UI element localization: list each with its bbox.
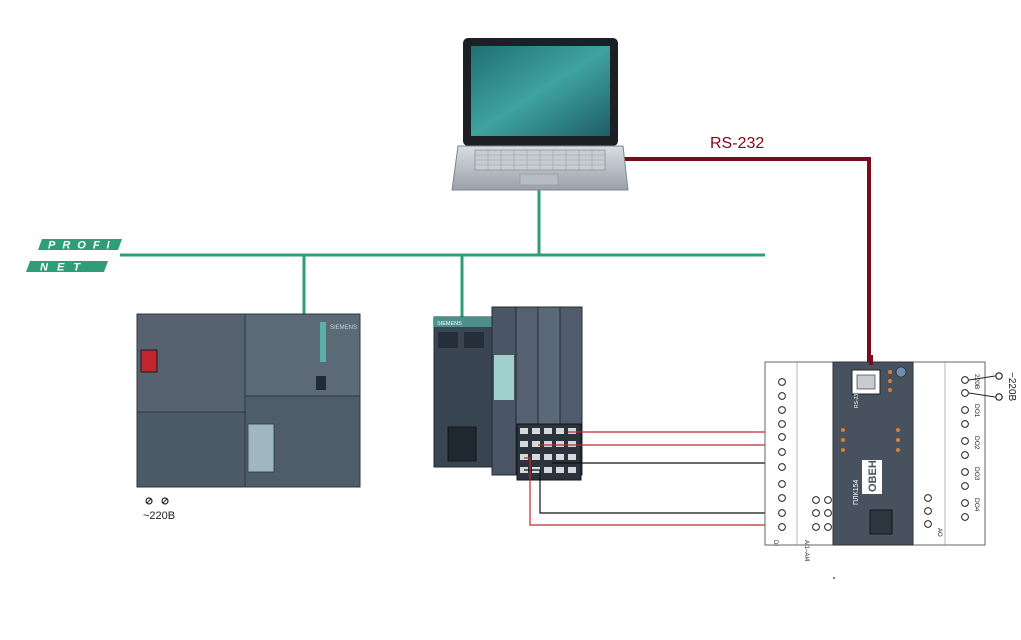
io-brand: SIEMENS [437, 321, 462, 327]
laptop-touchpad [519, 173, 559, 186]
io-power-connector [447, 426, 477, 462]
cpu-module [244, 313, 361, 397]
rs232-label: RS-232 [710, 135, 764, 152]
controller-badge-icon [895, 366, 907, 378]
siemens-io-station: SIEMENS [433, 306, 583, 481]
analog-out-header: AO [936, 528, 942, 537]
io-module-1-label [494, 355, 514, 400]
rs232-link: RS-232 [622, 135, 871, 362]
plc-lower-left-cover [136, 411, 246, 488]
wire-red-1 [568, 431, 783, 437]
discrete-in-header: DI [772, 540, 778, 546]
controller-model: ПЛК154 [853, 480, 860, 505]
controller-stop-button [869, 509, 893, 535]
profinet-logo-text-2: NET [40, 262, 89, 274]
plc-power-label: ~220B [143, 510, 175, 522]
controller-power-supply: ~220B [968, 372, 1017, 402]
siemens-plc: SIEMENS ~220B [136, 313, 361, 522]
power-switch-icon [140, 349, 158, 373]
io-port-1 [438, 332, 458, 348]
output-do2: DO2 [973, 436, 980, 450]
controller-brand: ОВЕН [867, 460, 879, 492]
profinet-logo: PROFI NET [26, 239, 122, 274]
rs232-plug [869, 355, 873, 365]
plc-key-switch [316, 376, 326, 390]
controller-input-terminals: DI AI1–AI4 [772, 362, 832, 562]
profinet-bus [120, 190, 765, 317]
controller-port-label: RS-232 [854, 391, 860, 408]
laptop [451, 38, 629, 191]
power-terminal-label: 220В [973, 374, 980, 389]
rs232-cable [622, 157, 871, 362]
wire-black-2 [524, 469, 782, 514]
controller-power-label: ~220B [1006, 372, 1017, 402]
controller-power-terminal-l [995, 372, 1003, 380]
output-do3: DO3 [973, 467, 980, 481]
controller-output-terminals: DO1 DO2 DO3 DO4 220В AO [924, 362, 980, 545]
laptop-screen [471, 46, 610, 136]
io-port-2 [464, 332, 484, 348]
analog-in-header: AI1–AI4 [803, 540, 809, 562]
plc-brand: SIEMENS [330, 325, 357, 331]
controller-power-terminal-n [995, 393, 1003, 401]
keyboard-keys [475, 150, 605, 170]
io-interface-header [434, 317, 492, 327]
output-do1: DO1 [973, 404, 980, 418]
plc-label-window [247, 423, 275, 473]
output-do4: DO4 [973, 498, 980, 512]
stray-dot [833, 577, 835, 579]
plc-power-terminal-n [161, 497, 169, 505]
profinet-logo-top-bar [38, 239, 122, 250]
profinet-logo-text-1: PROFI [48, 240, 117, 252]
controller-logo-plate [862, 460, 882, 494]
profinet-logo-bottom-bar [26, 261, 108, 272]
plc-power-terminal-l [145, 497, 153, 505]
oven-plc154: ОВЕН ПЛК154 RS-232 DI AI1–AI4 [764, 355, 1017, 562]
controller-leds [841, 370, 900, 452]
plc-status-strip [320, 322, 326, 362]
